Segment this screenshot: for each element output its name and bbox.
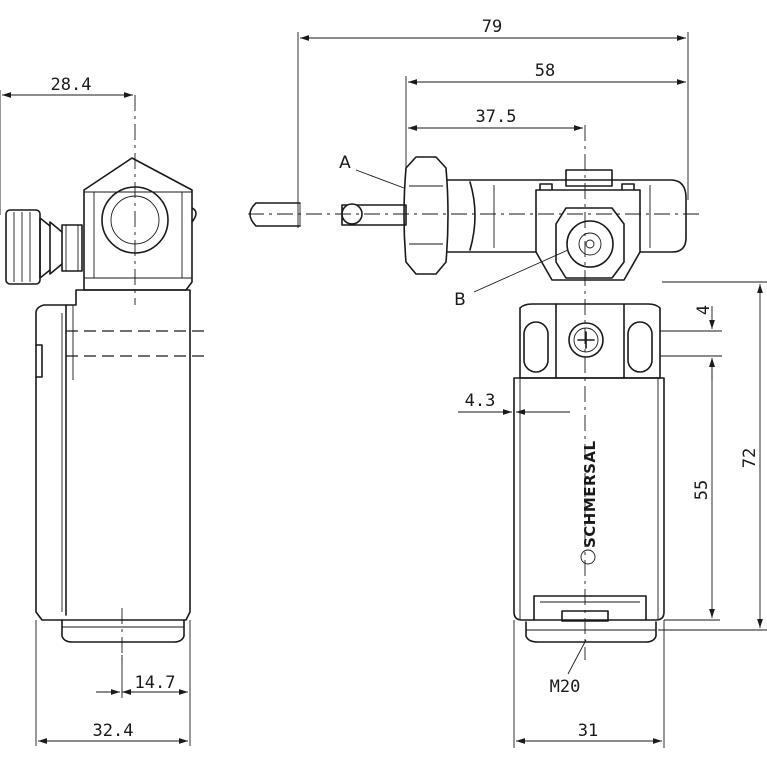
dim-side-width: 32.4 xyxy=(93,721,134,741)
dim-total-height: 72 xyxy=(740,448,760,468)
dim-axis-offset: 37.5 xyxy=(476,107,517,127)
dim-body-height: 55 xyxy=(692,480,712,500)
side-view xyxy=(5,95,205,660)
side-view-dimensions: 28.4 14.7 32.4 xyxy=(0,75,191,746)
dim-front-width: 31 xyxy=(578,721,598,741)
brand-logo: SCHMERSAL xyxy=(581,440,599,548)
dim-overall-length: 79 xyxy=(482,17,502,37)
front-view-dimensions: 79 58 37.5 A B 4 55 72 4.3 M20 xyxy=(297,17,767,748)
callout-b: B xyxy=(454,290,466,310)
dim-lever-length: 58 xyxy=(535,61,555,81)
dim-slot-height: 4 xyxy=(694,305,714,315)
dim-conduit-offset: 14.7 xyxy=(135,673,176,693)
front-view: SCHMERSAL xyxy=(248,125,700,660)
dim-thread: M20 xyxy=(550,677,581,697)
dim-side-top-width: 28.4 xyxy=(51,75,92,95)
callout-a: A xyxy=(339,153,351,173)
dim-side-offset: 4.3 xyxy=(465,391,496,411)
